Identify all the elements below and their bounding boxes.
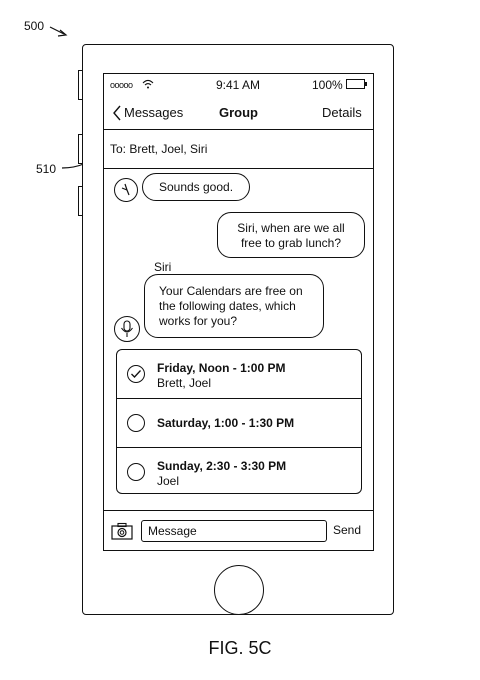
option-sunday[interactable]: Sunday, 2:30 - 3:30 PM Joel bbox=[117, 448, 361, 496]
home-button[interactable] bbox=[214, 565, 264, 615]
option-title: Sunday, 2:30 - 3:30 PM bbox=[157, 459, 287, 473]
mute-switch bbox=[78, 70, 83, 100]
phone-screen: ooooo 9:41 AM 100% Messages Group Detail… bbox=[103, 73, 374, 551]
option-title: Saturday, 1:00 - 1:30 PM bbox=[157, 416, 295, 430]
send-button[interactable]: Send bbox=[333, 523, 362, 537]
contact-avatar bbox=[114, 178, 138, 202]
sender-name: Siri bbox=[154, 260, 172, 274]
camera-icon[interactable] bbox=[111, 522, 133, 540]
option-saturday[interactable]: Saturday, 1:00 - 1:30 PM bbox=[117, 399, 361, 447]
calendar-options-card: Friday, Noon - 1:00 PM Brett, Joel Satur… bbox=[116, 349, 362, 494]
option-friday[interactable]: Friday, Noon - 1:00 PM Brett, Joel bbox=[117, 350, 361, 398]
details-button[interactable]: Details bbox=[322, 105, 362, 120]
option-radio[interactable] bbox=[127, 414, 145, 432]
divider bbox=[104, 129, 373, 130]
divider bbox=[104, 168, 373, 169]
battery-icon bbox=[346, 79, 367, 89]
divider bbox=[117, 398, 361, 399]
chevron-left-icon[interactable] bbox=[112, 105, 122, 121]
back-button[interactable]: Messages bbox=[124, 105, 184, 120]
message-text: the following dates, which bbox=[159, 299, 296, 313]
option-radio[interactable] bbox=[127, 463, 145, 481]
divider bbox=[117, 447, 361, 448]
conversation-title: Group bbox=[219, 105, 258, 120]
message-text: Sounds good. bbox=[158, 180, 234, 194]
message-text: Your Calendars are free on bbox=[159, 284, 303, 298]
recipients-field[interactable]: To: Brett, Joel, Siri bbox=[110, 142, 208, 156]
message-bubble-outgoing: Siri, when are we all free to grab lunch… bbox=[217, 212, 365, 258]
figure-caption: FIG. 5C bbox=[208, 638, 272, 658]
ref-510: 510 bbox=[36, 162, 57, 176]
message-text: works for you? bbox=[159, 314, 238, 328]
wifi-icon bbox=[142, 79, 154, 89]
option-attendees: Joel bbox=[157, 474, 180, 488]
ref-500: 500 bbox=[24, 19, 45, 33]
message-text: free to grab lunch? bbox=[240, 236, 342, 250]
option-attendees: Brett, Joel bbox=[157, 376, 212, 390]
microphone-icon bbox=[121, 320, 133, 337]
clock-avatar-icon bbox=[121, 183, 130, 196]
message-input[interactable]: Message bbox=[141, 520, 327, 542]
checkmark-icon bbox=[131, 370, 141, 378]
message-bubble-siri: Your Calendars are free on the following… bbox=[144, 274, 324, 338]
message-bubble-incoming: Sounds good. bbox=[142, 173, 250, 201]
message-text: Siri, when are we all bbox=[237, 221, 345, 235]
volume-down-button bbox=[78, 186, 83, 216]
option-title: Friday, Noon - 1:00 PM bbox=[157, 361, 286, 375]
volume-up-button bbox=[78, 134, 83, 164]
signal-strength: ooooo bbox=[110, 80, 133, 90]
divider bbox=[104, 510, 373, 511]
battery-percent: 100% bbox=[312, 78, 343, 92]
siri-avatar bbox=[114, 316, 140, 342]
option-radio-selected[interactable] bbox=[127, 365, 145, 383]
status-time: 9:41 AM bbox=[216, 78, 261, 92]
